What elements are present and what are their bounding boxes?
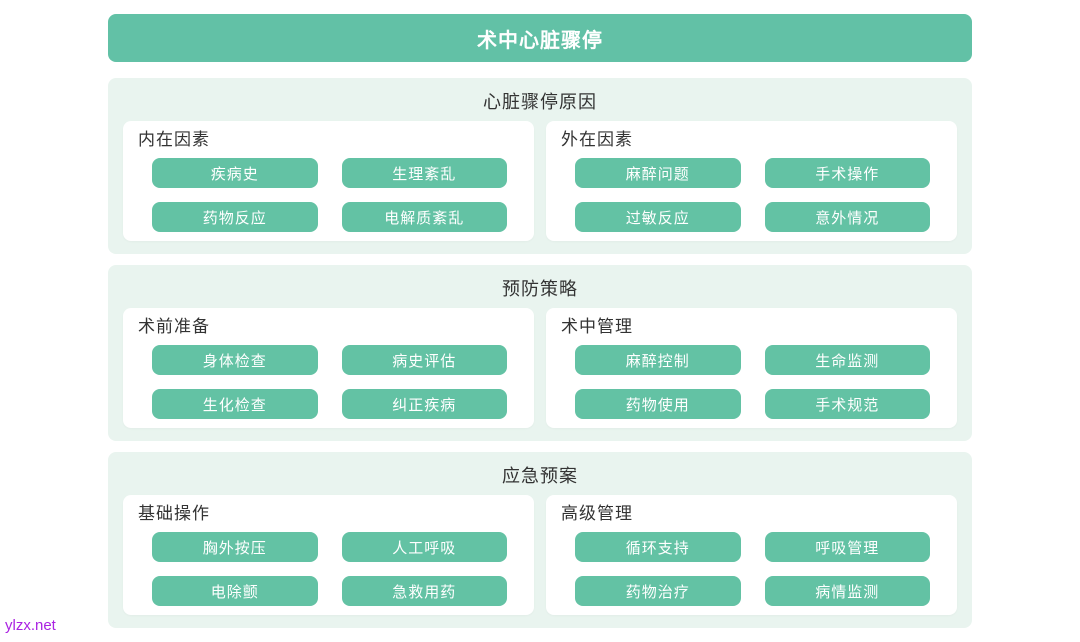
panel-internal-factors: 内在因素 疾病史 生理紊乱 药物反应 电解质紊乱: [123, 121, 534, 241]
item-button[interactable]: 生理紊乱: [341, 158, 507, 188]
panel-heading: 高级管理: [561, 504, 633, 523]
item-button[interactable]: 胸外按压: [152, 532, 318, 562]
panel-intraop-management: 术中管理 麻醉控制 生命监测 药物使用 手术规范: [546, 308, 957, 428]
item-button[interactable]: 呼吸管理: [764, 532, 930, 562]
content-wrapper: 术中心脏骤停 心脏骤停原因 内在因素 疾病史 生理紊乱 药物反应 电解质紊乱 外…: [108, 14, 972, 639]
item-button[interactable]: 药物反应: [152, 202, 318, 232]
panel-heading: 术中管理: [561, 317, 633, 336]
section-title: 预防策略: [502, 279, 578, 299]
panel-heading: 术前准备: [138, 317, 210, 336]
panel-external-factors: 外在因素 麻醉问题 手术操作 过敏反应 意外情况: [546, 121, 957, 241]
item-grid: 身体检查 病史评估 生化检查 纠正疾病: [152, 345, 507, 419]
item-button[interactable]: 过敏反应: [575, 202, 741, 232]
panels-row: 内在因素 疾病史 生理紊乱 药物反应 电解质紊乱 外在因素 麻醉问题 手术操作 …: [123, 121, 957, 241]
panel-heading: 外在因素: [561, 130, 633, 149]
item-button[interactable]: 人工呼吸: [341, 532, 507, 562]
panel-preop-preparation: 术前准备 身体检查 病史评估 生化检查 纠正疾病: [123, 308, 534, 428]
panel-advanced-management: 高级管理 循环支持 呼吸管理 药物治疗 病情监测: [546, 495, 957, 615]
item-grid: 麻醉控制 生命监测 药物使用 手术规范: [575, 345, 930, 419]
item-button[interactable]: 纠正疾病: [341, 389, 507, 419]
item-button[interactable]: 病史评估: [341, 345, 507, 375]
section-title: 心脏骤停原因: [483, 92, 597, 112]
section-prevention: 预防策略 术前准备 身体检查 病史评估 生化检查 纠正疾病 术中管理 麻醉控制 …: [108, 265, 972, 441]
panel-basic-operations: 基础操作 胸外按压 人工呼吸 电除颤 急救用药: [123, 495, 534, 615]
item-button[interactable]: 意外情况: [764, 202, 930, 232]
item-button[interactable]: 身体检查: [152, 345, 318, 375]
watermark: ylzx.net: [5, 617, 56, 634]
item-button[interactable]: 生命监测: [764, 345, 930, 375]
item-grid: 疾病史 生理紊乱 药物反应 电解质紊乱: [152, 158, 507, 232]
item-button[interactable]: 麻醉控制: [575, 345, 741, 375]
item-button[interactable]: 药物治疗: [575, 576, 741, 606]
item-grid: 胸外按压 人工呼吸 电除颤 急救用药: [152, 532, 507, 606]
item-button[interactable]: 电除颤: [152, 576, 318, 606]
item-button[interactable]: 生化检查: [152, 389, 318, 419]
item-grid: 麻醉问题 手术操作 过敏反应 意外情况: [575, 158, 930, 232]
panel-heading: 基础操作: [138, 504, 210, 523]
panels-row: 术前准备 身体检查 病史评估 生化检查 纠正疾病 术中管理 麻醉控制 生命监测 …: [123, 308, 957, 428]
item-button[interactable]: 急救用药: [341, 576, 507, 606]
item-button[interactable]: 手术规范: [764, 389, 930, 419]
item-grid: 循环支持 呼吸管理 药物治疗 病情监测: [575, 532, 930, 606]
item-button[interactable]: 药物使用: [575, 389, 741, 419]
section-causes: 心脏骤停原因 内在因素 疾病史 生理紊乱 药物反应 电解质紊乱 外在因素 麻醉问…: [108, 78, 972, 254]
page-title: 术中心脏骤停: [477, 29, 603, 52]
item-button[interactable]: 电解质紊乱: [341, 202, 507, 232]
item-button[interactable]: 疾病史: [152, 158, 318, 188]
item-button[interactable]: 循环支持: [575, 532, 741, 562]
panels-row: 基础操作 胸外按压 人工呼吸 电除颤 急救用药 高级管理 循环支持 呼吸管理 药…: [123, 495, 957, 615]
item-button[interactable]: 麻醉问题: [575, 158, 741, 188]
panel-heading: 内在因素: [138, 130, 210, 149]
title-bar: 术中心脏骤停: [108, 14, 972, 62]
section-title: 应急预案: [502, 466, 578, 486]
item-button[interactable]: 病情监测: [764, 576, 930, 606]
item-button[interactable]: 手术操作: [764, 158, 930, 188]
section-emergency: 应急预案 基础操作 胸外按压 人工呼吸 电除颤 急救用药 高级管理 循环支持 呼…: [108, 452, 972, 628]
